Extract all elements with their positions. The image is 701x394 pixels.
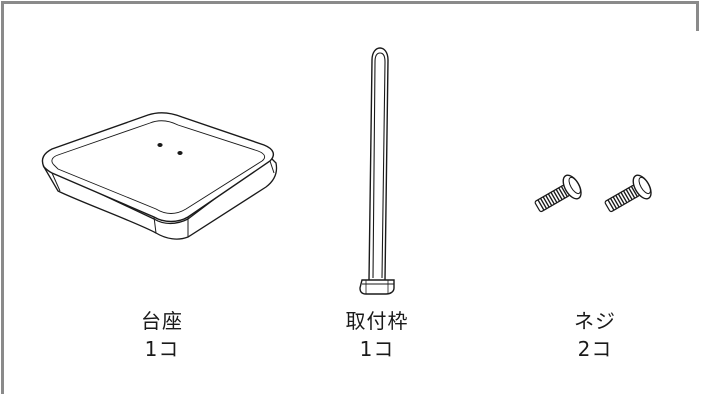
frame-top-border	[1, 1, 699, 4]
screws-label: ネジ 2コ	[515, 307, 675, 363]
screw-left-illustration	[534, 174, 582, 213]
frame-left-border	[1, 1, 4, 394]
frame-right-border	[696, 1, 699, 31]
base-label: 台座 1コ	[82, 307, 242, 363]
base-name: 台座	[141, 309, 183, 333]
screw-right-illustration	[604, 174, 652, 213]
base-illustration	[41, 112, 278, 240]
mounting-frame-label: 取付枠 1コ	[297, 307, 457, 363]
screws-name: ネジ	[574, 309, 616, 333]
mounting-frame-name: 取付枠	[345, 309, 409, 333]
base-qty: 1コ	[144, 337, 180, 361]
mounting-frame-illustration	[359, 47, 395, 295]
screws-qty: 2コ	[577, 337, 613, 361]
mounting-frame-qty: 1コ	[359, 337, 395, 361]
